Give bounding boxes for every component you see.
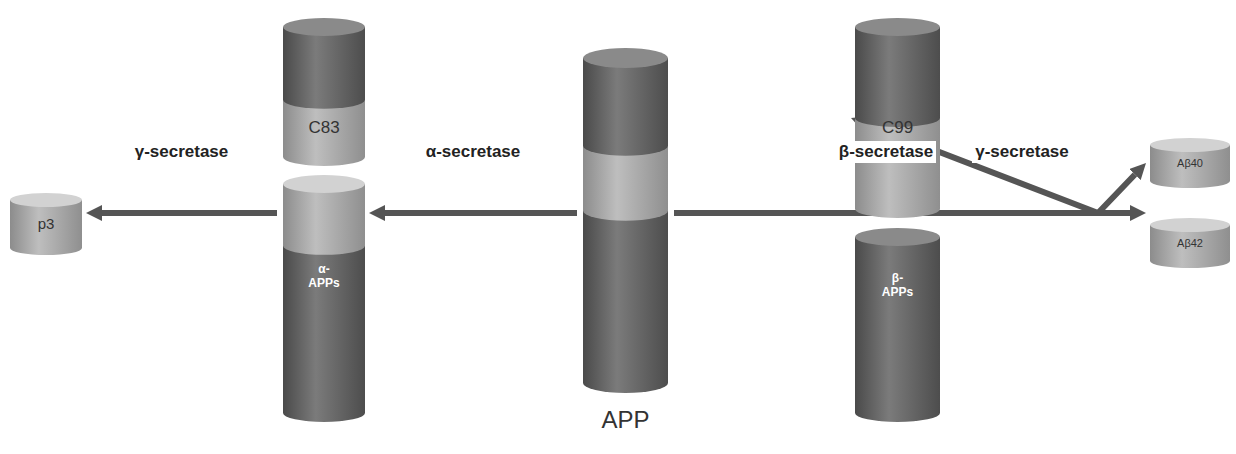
arrow-connector	[102, 210, 277, 216]
node-label: C99	[882, 118, 913, 138]
cylinder-band	[855, 237, 940, 422]
cylinder-node: C83	[283, 18, 365, 166]
enzyme-label: β-secretase	[836, 141, 937, 163]
node-label: C83	[308, 118, 339, 138]
cylinder-band	[283, 246, 365, 422]
cylinder-shape	[283, 175, 365, 422]
cylinder-cap	[1150, 218, 1230, 232]
cylinder-node: β- APPs	[855, 228, 940, 422]
node-label: β- APPs	[876, 272, 919, 300]
cylinder-band	[583, 211, 668, 393]
cylinder-band	[855, 27, 940, 127]
cylinder-cap	[10, 193, 82, 207]
cylinder-shape	[855, 228, 940, 422]
arrow-connector	[946, 210, 1130, 216]
enzyme-label: α-secretase	[423, 141, 524, 163]
cylinder-cap	[855, 228, 940, 246]
cylinder-band	[855, 118, 940, 218]
cylinder-node: Aβ42	[1150, 218, 1230, 268]
cylinder-node: Aβ40	[1150, 138, 1230, 188]
cylinder-band	[10, 200, 82, 255]
cylinder-shape	[583, 48, 668, 393]
cylinder-node: p3	[10, 193, 82, 255]
node-label: α- APPs	[304, 263, 345, 291]
cylinder-band	[283, 27, 365, 109]
cylinder-node: APP	[583, 48, 668, 440]
cylinder-cap	[583, 48, 668, 68]
arrow-connector	[946, 175, 1135, 213]
cylinder-band	[283, 184, 365, 255]
arrow-connector	[385, 210, 577, 216]
cylinder-cap	[855, 18, 940, 36]
node-label: p3	[38, 215, 55, 232]
enzyme-label: γ-secretase	[132, 141, 232, 163]
cylinder-cap	[283, 18, 365, 36]
cylinder-band	[583, 146, 668, 221]
cylinder-band	[283, 100, 365, 166]
cylinder-cap	[1150, 138, 1230, 152]
cylinder-shape	[283, 18, 365, 166]
cylinder-node: α- APPs	[283, 175, 365, 422]
cylinder-node: C99	[855, 18, 940, 218]
enzyme-label: γ-secretase	[972, 141, 1072, 163]
node-label: Aβ42	[1177, 237, 1203, 250]
node-label: Aβ40	[1177, 157, 1203, 170]
cylinder-band	[583, 58, 668, 156]
node-label: APP	[601, 406, 649, 434]
cylinder-cap	[283, 175, 365, 193]
